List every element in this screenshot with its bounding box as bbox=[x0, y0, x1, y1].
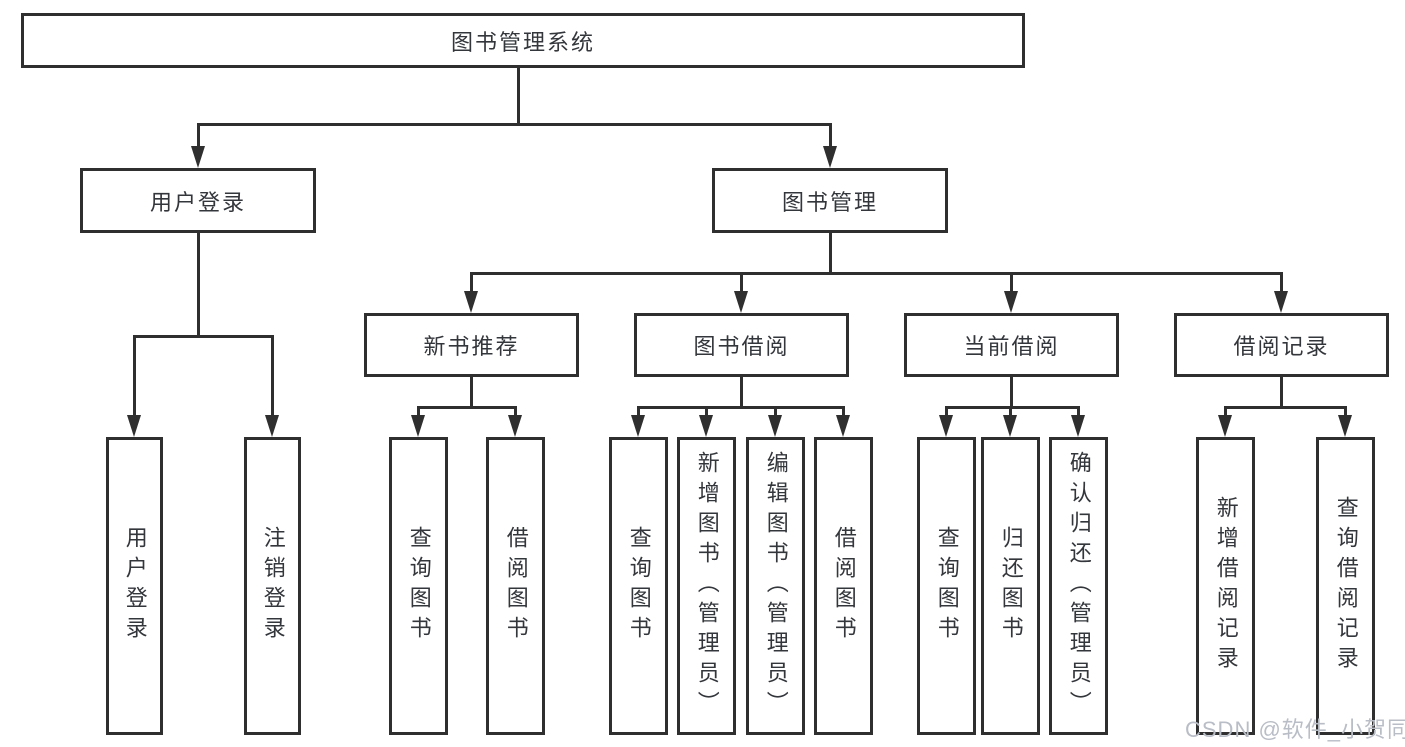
node-new-book-recommend: 新书推荐 bbox=[364, 313, 579, 377]
connector-line bbox=[842, 406, 845, 417]
connector-line bbox=[133, 335, 274, 338]
arrow-down-icon bbox=[699, 415, 713, 437]
arrow-down-icon bbox=[191, 146, 205, 168]
leaf-user-login: 用户登录 bbox=[106, 437, 163, 735]
connector-line bbox=[705, 406, 708, 417]
connector-line bbox=[829, 233, 832, 272]
leaf-query-books-recommend: 查询图书 bbox=[389, 437, 448, 735]
connector-line bbox=[637, 406, 640, 417]
arrow-down-icon bbox=[464, 291, 478, 313]
node-borrowing-records: 借阅记录 bbox=[1174, 313, 1389, 377]
node-label: 图书管理系统 bbox=[450, 29, 595, 55]
arrow-down-icon bbox=[1274, 291, 1288, 313]
arrow-down-icon bbox=[1003, 415, 1017, 437]
leaf-label: 确认归还（管理员） bbox=[1066, 451, 1092, 721]
leaf-label: 新增借阅记录 bbox=[1213, 496, 1239, 676]
leaf-query-borrow-record: 查询借阅记录 bbox=[1316, 437, 1375, 735]
connector-line bbox=[740, 377, 743, 406]
leaf-label: 归还图书 bbox=[998, 526, 1024, 646]
arrow-down-icon bbox=[508, 415, 522, 437]
connector-line bbox=[517, 68, 520, 123]
connector-line bbox=[1224, 406, 1347, 409]
connector-line bbox=[197, 233, 200, 335]
connector-line bbox=[470, 272, 473, 293]
node-current-borrowing: 当前借阅 bbox=[904, 313, 1119, 377]
leaf-label: 查询借阅记录 bbox=[1333, 496, 1359, 676]
connector-line bbox=[1344, 406, 1347, 417]
leaf-query-books-borrow: 查询图书 bbox=[609, 437, 668, 735]
leaf-logout: 注销登录 bbox=[244, 437, 301, 735]
leaf-label: 查询图书 bbox=[934, 526, 960, 646]
leaf-label: 用户登录 bbox=[122, 526, 148, 646]
connector-line bbox=[197, 123, 200, 148]
arrow-down-icon bbox=[939, 415, 953, 437]
arrow-down-icon bbox=[127, 415, 141, 437]
connector-line bbox=[1010, 377, 1013, 406]
leaf-add-borrow-record: 新增借阅记录 bbox=[1196, 437, 1255, 735]
connector-line bbox=[740, 272, 743, 293]
leaf-borrow-books: 借阅图书 bbox=[814, 437, 873, 735]
arrow-down-icon bbox=[768, 415, 782, 437]
leaf-borrow-books-recommend: 借阅图书 bbox=[486, 437, 545, 735]
connector-line bbox=[417, 406, 517, 409]
csdn-watermark: CSDN @软件_小贺同学 bbox=[1185, 717, 1405, 742]
leaf-label: 查询图书 bbox=[406, 526, 432, 646]
connector-line bbox=[774, 406, 777, 417]
node-book-management: 图书管理 bbox=[712, 168, 948, 233]
arrow-down-icon bbox=[1218, 415, 1232, 437]
arrow-down-icon bbox=[1338, 415, 1352, 437]
arrow-down-icon bbox=[1071, 415, 1085, 437]
node-label: 新书推荐 bbox=[423, 334, 520, 359]
node-user-login: 用户登录 bbox=[80, 168, 316, 233]
arrow-down-icon bbox=[734, 291, 748, 313]
leaf-label: 编辑图书（管理员） bbox=[763, 451, 789, 721]
connector-line bbox=[271, 335, 274, 417]
leaf-edit-books-admin: 编辑图书（管理员） bbox=[746, 437, 805, 735]
node-root-library-system: 图书管理系统 bbox=[21, 13, 1025, 68]
arrow-down-icon bbox=[265, 415, 279, 437]
leaf-query-books-current: 查询图书 bbox=[917, 437, 976, 735]
leaf-label: 注销登录 bbox=[260, 526, 286, 646]
arrow-down-icon bbox=[836, 415, 850, 437]
arrow-down-icon bbox=[823, 146, 837, 168]
leaf-add-books-admin: 新增图书（管理员） bbox=[677, 437, 736, 735]
node-label: 借阅记录 bbox=[1233, 334, 1330, 359]
connector-line bbox=[1009, 406, 1012, 417]
connector-line bbox=[197, 123, 832, 126]
connector-line bbox=[945, 406, 1080, 409]
connector-line bbox=[514, 406, 517, 417]
connector-line bbox=[133, 335, 136, 417]
connector-line bbox=[1224, 406, 1227, 417]
arrow-down-icon bbox=[411, 415, 425, 437]
node-label: 图书借阅 bbox=[693, 334, 790, 359]
arrow-down-icon bbox=[631, 415, 645, 437]
leaf-label: 借阅图书 bbox=[503, 526, 529, 646]
connector-line bbox=[1077, 406, 1080, 417]
connector-line bbox=[1280, 272, 1283, 293]
connector-line bbox=[1010, 272, 1013, 293]
connector-line bbox=[637, 406, 845, 409]
connector-line bbox=[945, 406, 948, 417]
node-label: 用户登录 bbox=[149, 189, 246, 215]
node-label: 当前借阅 bbox=[963, 334, 1060, 359]
leaf-return-books: 归还图书 bbox=[981, 437, 1040, 735]
leaf-confirm-return-admin: 确认归还（管理员） bbox=[1049, 437, 1108, 735]
leaf-label: 新增图书（管理员） bbox=[694, 451, 720, 721]
connector-line bbox=[470, 272, 1283, 275]
connector-line bbox=[417, 406, 420, 417]
connector-line bbox=[1280, 377, 1283, 406]
node-book-borrowing: 图书借阅 bbox=[634, 313, 849, 377]
connector-line bbox=[829, 123, 832, 148]
arrow-down-icon bbox=[1004, 291, 1018, 313]
connector-line bbox=[470, 377, 473, 406]
leaf-label: 借阅图书 bbox=[831, 526, 857, 646]
node-label: 图书管理 bbox=[781, 189, 878, 215]
leaf-label: 查询图书 bbox=[626, 526, 652, 646]
